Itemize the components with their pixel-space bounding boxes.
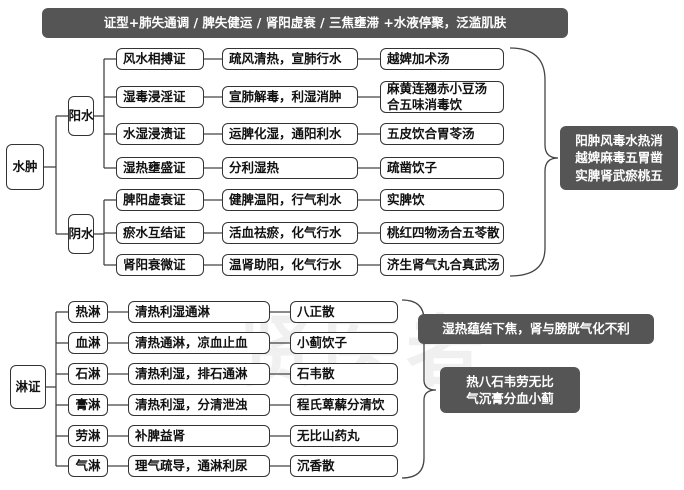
strangury-method-1: 清热通淋，凉血止血 [128,332,270,354]
strangury-root: 淋证 [10,365,46,409]
strangury-pathogenesis: 湿热蕴结下焦，肾与膀胱气化不利 [418,314,654,344]
formula-yang-1: 麻黄连翘赤小豆汤合五味消毒饮 [380,81,504,113]
syndrome-yin-1: 瘀水互结证 [116,222,204,244]
strangury-method-4: 补脾益肾 [128,425,270,447]
strangury-method-0: 清热利湿通淋 [128,301,270,323]
header-banner: 证型+肺失通调 / 脾失健运 / 肾阳虚衰 / 三焦壅滞 +水液停聚，泛滥肌肤 [42,8,568,38]
method-yang-0: 疏风清热，宣肺行水 [222,48,358,70]
strangury-type-1: 血淋 [68,332,108,354]
syndrome-yang-3: 湿热壅盛证 [116,157,204,179]
formula-yin-0: 实脾饮 [380,189,504,211]
formula-yin-1: 桃红四物汤合五苓散 [380,222,504,244]
strangury-bracket [401,299,437,479]
strangury-formula-3: 程氏萆薢分清饮 [290,394,398,416]
syndrome-yang-0: 风水相搏证 [116,48,204,70]
method-yin-1: 活血祛瘀，化气行水 [222,222,358,244]
yang-edema-node: 阳水 [68,96,94,136]
strangury-formula-0: 八正散 [290,301,398,323]
method-yang-1: 宣肺解毒，利湿消肿 [222,86,358,108]
strangury-formula-4: 无比山药丸 [290,425,398,447]
strangury-method-5: 理气疏导，通淋利尿 [128,455,270,477]
formula-yang-2: 五皮饮合胃苓汤 [380,123,504,145]
strangury-formula-2: 石韦散 [290,363,398,385]
strangury-type-3: 膏淋 [68,394,108,416]
syndrome-yin-2: 肾阳衰微证 [116,254,204,276]
strangury-type-0: 热淋 [68,301,108,323]
syndrome-yang-1: 湿毒浸淫证 [116,86,204,108]
syndrome-yang-2: 水湿浸渍证 [116,123,204,145]
method-yang-2: 运脾化湿，通阳利水 [222,123,358,145]
strangury-type-5: 气淋 [68,455,108,477]
formula-yin-2: 济生肾气丸合真武汤 [380,254,504,276]
strangury-formula-1: 小蓟饮子 [290,332,398,354]
method-yang-3: 分利湿热 [222,157,358,179]
method-yin-2: 温肾助阳，化气行水 [222,254,358,276]
edema-bracket [509,47,559,277]
syndrome-yin-0: 脾阳虚衰证 [116,189,204,211]
formula-yang-3: 疏凿饮子 [380,157,504,179]
strangury-method-3: 清热利湿，分清泄浊 [128,394,270,416]
formula-yang-0: 越婢加术汤 [380,48,504,70]
method-yin-0: 健脾温阳，行气利水 [222,189,358,211]
edema-mnemonic: 阳肿风毒水热消 越婢麻毒五胃凿 实脾肾武瘀桃五 [560,126,678,190]
strangury-type-4: 劳淋 [68,425,108,447]
yin-edema-node: 阴水 [68,214,94,254]
strangury-type-2: 石淋 [68,363,108,385]
strangury-formula-5: 沉香散 [290,455,398,477]
strangury-method-2: 清热利湿，排石通淋 [128,363,270,385]
strangury-mnemonic: 热八石韦劳无比 气沉膏分血小蓟 [440,367,580,413]
edema-root: 水肿 [6,144,44,190]
